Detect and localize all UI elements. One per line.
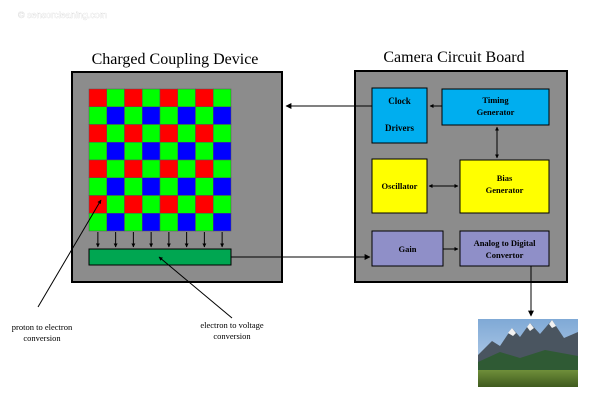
pixel-R [88,88,107,107]
electron-label-line1: electron to voltage [200,320,263,330]
pixel-G [88,177,107,196]
electron-pointer-line [158,256,233,319]
proton-label-line1: proton to electron [12,322,73,332]
timing-generator-line1: Timing [482,95,509,105]
pixel-B [106,177,125,196]
pixel-R [159,159,178,178]
pixel-G [213,159,232,178]
pixel-G [195,177,214,196]
pixel-G [124,142,143,161]
pixel-R [195,159,214,178]
output-photo [478,319,578,387]
pixel-G [142,159,161,178]
adc-block: Analog to Digital Convertor [459,230,550,267]
pixel-B [213,177,232,196]
pixel-G [195,142,214,161]
pixel-R [195,88,214,107]
pixel-G [106,88,125,107]
pixel-B [106,213,125,232]
pixel-B [177,142,196,161]
board-title: Camera Circuit Board [383,49,524,66]
adc-line1: Analog to Digital [474,238,537,248]
pixel-R [159,195,178,214]
electron-label-line2: conversion [213,331,251,341]
pixel-G [142,124,161,143]
pixel-B [177,177,196,196]
pixel-G [142,88,161,107]
bias-generator-block: Bias Generator [459,159,550,214]
oscillator-block: Oscillator [371,158,428,214]
pixel-B [106,142,125,161]
pixel-G [159,213,178,232]
pixel-B [142,213,161,232]
pixel-G [195,213,214,232]
pixel-B [142,177,161,196]
pixel-grid [88,88,232,232]
pixel-G [159,177,178,196]
pixel-G [177,88,196,107]
pixel-B [142,142,161,161]
pixel-R [124,195,143,214]
timing-generator-block: Timing Generator [441,88,550,126]
pixel-R [195,195,214,214]
pixel-B [142,106,161,125]
pixel-R [124,124,143,143]
gain-block: Gain [371,230,444,267]
watermark: © sensorcleaning.com [18,10,107,20]
ccd-title: Charged Coupling Device [92,51,259,68]
pixel-R [159,124,178,143]
column-transfer-arrows [95,232,225,248]
pixel-G [88,142,107,161]
pixel-B [213,106,232,125]
pixel-G [88,106,107,125]
pixel-G [124,106,143,125]
oscillator-label: Oscillator [382,181,418,191]
proton-pointer-line [37,199,102,308]
pixel-G [124,213,143,232]
pixel-G [142,195,161,214]
pixel-G [213,88,232,107]
clock-drivers-line2: Drivers [385,123,414,133]
bias-generator-line2: Generator [486,185,524,195]
pixel-B [106,106,125,125]
pixel-G [106,159,125,178]
pixel-G [177,159,196,178]
pixel-G [159,106,178,125]
readout-register [88,248,232,266]
pixel-G [124,177,143,196]
pixel-R [88,159,107,178]
proton-label-line2: conversion [23,333,61,343]
pixel-G [159,142,178,161]
pixel-B [177,213,196,232]
pixel-R [124,159,143,178]
pixel-G [177,195,196,214]
pixel-B [213,142,232,161]
pixel-R [195,124,214,143]
clock-drivers-line1: Clock [388,96,411,106]
pixel-G [213,195,232,214]
adc-line2: Convertor [486,250,524,260]
timing-generator-line2: Generator [477,107,515,117]
gain-label: Gain [399,244,417,254]
pixel-G [106,195,125,214]
pixel-R [159,88,178,107]
bias-generator-line1: Bias [497,173,513,183]
pixel-G [177,124,196,143]
pixel-G [106,124,125,143]
pixel-B [177,106,196,125]
pixel-G [195,106,214,125]
pixel-G [213,124,232,143]
pixel-B [213,213,232,232]
pixel-R [88,124,107,143]
clock-drivers-block: Clock Drivers [371,87,428,144]
pixel-R [124,88,143,107]
